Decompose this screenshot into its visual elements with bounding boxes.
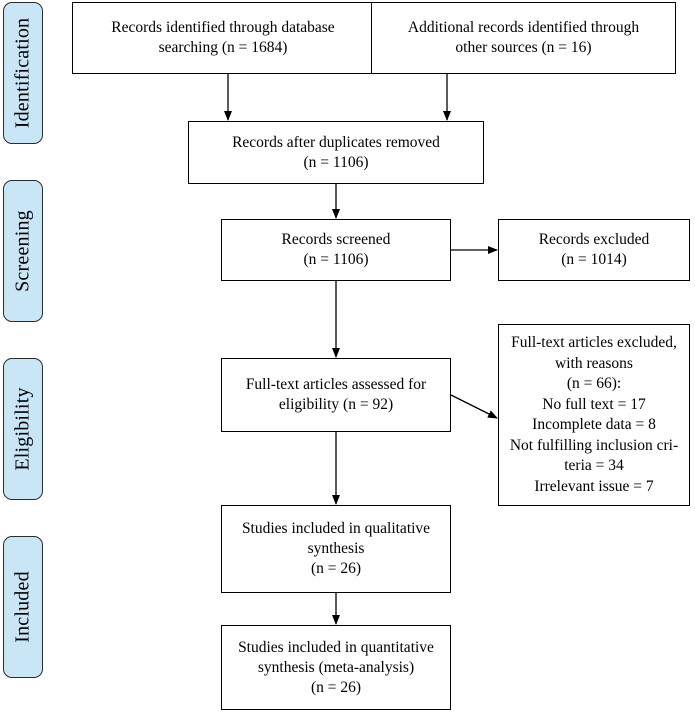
box-fulltext-excluded-line-8: Irrelevant issue = 7 (534, 477, 654, 495)
phase-screening: Screening (3, 180, 43, 322)
phase-included-label: Included (11, 571, 34, 643)
box-after-duplicates-line-1: Records after duplicates removed (232, 133, 440, 151)
phase-included: Included (3, 536, 43, 678)
box-qualitative-line-1: Studies included in qualitative (241, 520, 431, 537)
box-fulltext-excluded-line-3: (n = 66): (566, 375, 622, 392)
box-fulltext-excluded-line-4: No full text = 17 (542, 395, 646, 413)
box-database-search-line-1: Records identified through database (111, 19, 335, 36)
box-fulltext-excluded-line-5: Incomplete data = 8 (532, 416, 656, 433)
box-qualitative-line-2: synthesis (307, 540, 365, 557)
phase-eligibility: Eligibility (3, 358, 43, 500)
phase-identification-label: Identification (11, 17, 34, 129)
box-records-screened-line-2: (n = 1106) (303, 251, 369, 268)
box-fulltext-assessed-line-1: Full-text articles assessed for (245, 376, 427, 393)
box-fulltext-assessed: Full-text articles assessed for eligibil… (221, 358, 451, 432)
box-database-search: Records identified through database sear… (72, 2, 374, 74)
phase-screening-label: Screening (11, 210, 34, 292)
box-fulltext-excluded-line-2: with reasons (555, 354, 633, 372)
box-quantitative-synthesis: Studies included in quantitative synthes… (221, 625, 451, 710)
box-other-sources-line-2: other sources (n = 16) (455, 39, 592, 56)
box-quantitative-line-2: synthesis (meta-analysis) (257, 658, 415, 676)
box-records-excluded-line-1: Records excluded (538, 231, 650, 248)
phase-eligibility-label: Eligibility (11, 387, 34, 471)
box-other-sources: Additional records identified through ot… (371, 2, 676, 74)
box-qualitative-synthesis: Studies included in qualitative synthesi… (221, 505, 451, 593)
box-after-duplicates-line-2: (n = 1106) (303, 153, 369, 171)
box-fulltext-excluded-line-7: teria = 34 (564, 457, 624, 474)
box-records-screened-line-1: Records screened (281, 231, 391, 248)
box-database-search-line-2: searching (n = 1684) (158, 39, 288, 56)
box-quantitative-line-1: Studies included in quantitative (238, 638, 434, 656)
box-qualitative-line-3: (n = 26) (310, 560, 362, 577)
box-other-sources-line-1: Additional records identified through (407, 19, 640, 36)
box-records-excluded-line-2: (n = 1014) (561, 251, 627, 268)
phase-identification: Identification (3, 2, 43, 144)
arrow-fulltext-to-excluded (450, 394, 498, 419)
box-fulltext-excluded-line-1: Full-text articles excluded, (511, 334, 677, 351)
box-quantitative-line-3: (n = 26) (310, 678, 362, 696)
box-records-excluded: Records excluded (n = 1014) (498, 219, 690, 281)
box-after-duplicates: Records after duplicates removed (n = 11… (188, 121, 484, 184)
box-fulltext-excluded: Full-text articles excluded, with reason… (498, 324, 690, 506)
box-fulltext-excluded-line-6: Not fulfilling inclusion cri- (509, 436, 679, 454)
box-records-screened: Records screened (n = 1106) (221, 219, 451, 281)
box-fulltext-assessed-line-2: eligibility (n = 92) (278, 396, 394, 413)
